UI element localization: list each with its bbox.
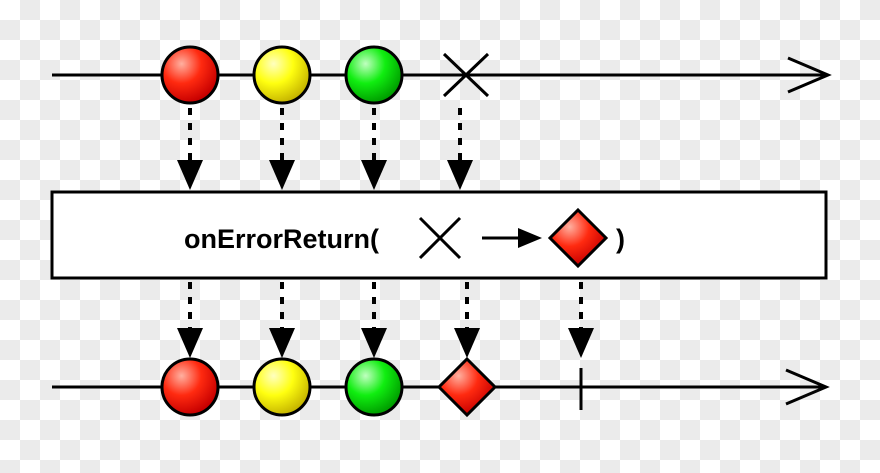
output-marble-green — [344, 357, 404, 417]
input-marble-red — [160, 45, 220, 105]
output-marble-yellow — [252, 357, 312, 417]
arrowhead-down-icon — [177, 328, 203, 358]
output-diamond — [436, 356, 498, 418]
input-arrows — [177, 108, 473, 190]
output-marble-red — [160, 357, 220, 417]
operator-label: onErrorReturn( — [184, 224, 379, 254]
arrow-right-icon — [482, 228, 542, 248]
output-arrows — [177, 282, 594, 358]
operator-close-paren: ) — [616, 224, 625, 254]
input-marble-yellow — [252, 45, 312, 105]
arrowhead-down-icon — [361, 160, 387, 190]
arrowhead-down-icon — [454, 328, 480, 358]
arrowhead-down-icon — [361, 328, 387, 358]
arrowhead-down-icon — [177, 160, 203, 190]
error-x-icon — [418, 216, 462, 260]
replacement-diamond — [547, 207, 609, 269]
arrowhead-down-icon — [269, 160, 295, 190]
error-x-icon — [442, 52, 490, 98]
arrowhead-down-icon — [447, 160, 473, 190]
arrowhead-down-icon — [568, 328, 594, 358]
input-marble-green — [344, 45, 404, 105]
arrowhead-down-icon — [269, 328, 295, 358]
